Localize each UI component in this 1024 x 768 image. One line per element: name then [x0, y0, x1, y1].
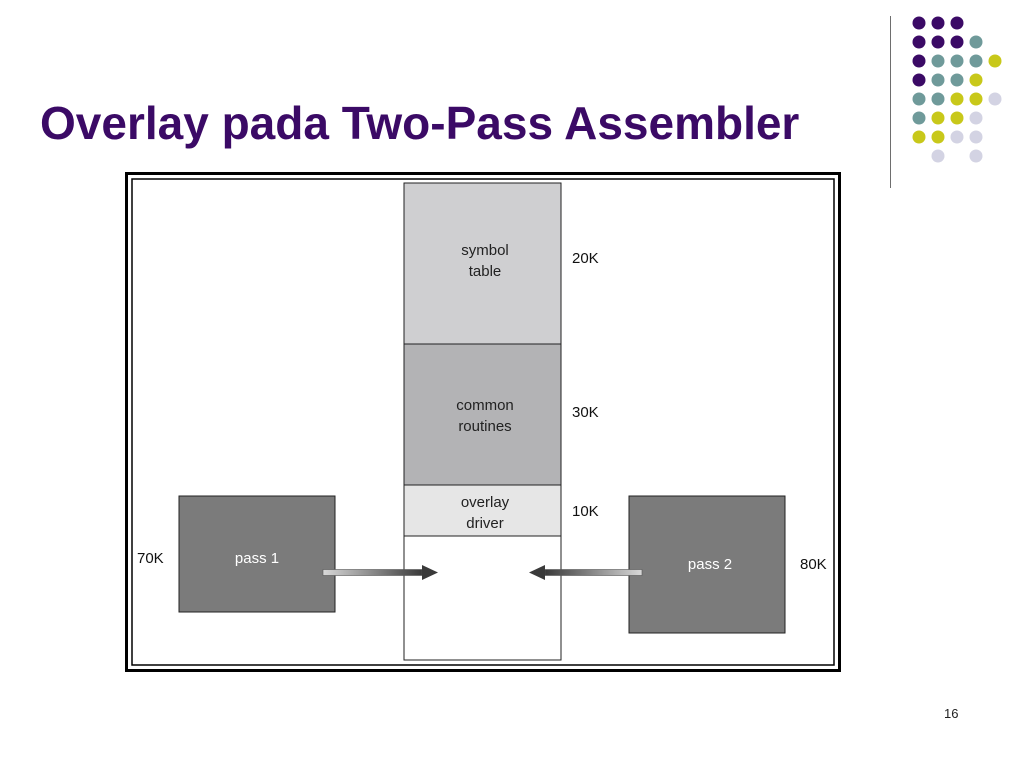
overlay-memory-diagram: symbol table 20K common routines 30K ove… [125, 172, 841, 672]
decorative-dot [969, 111, 983, 125]
decorative-dot [950, 111, 964, 125]
diagram-frame-outer [125, 172, 841, 672]
symbol-table-size: 20K [572, 250, 599, 267]
decorative-dot [969, 35, 983, 49]
decorative-dot [950, 92, 964, 106]
decorative-dot [931, 149, 945, 163]
decorative-dot [931, 73, 945, 87]
decorative-dot [969, 92, 983, 106]
decorative-dot [931, 54, 945, 68]
overlay-driver-size: 10K [572, 503, 599, 520]
decorative-dot-grid [912, 16, 1002, 163]
overlay-driver-label-line2: driver [466, 515, 504, 532]
pass2-to-overlay-arrow [529, 565, 643, 580]
decorative-dot [950, 73, 964, 87]
decorative-dot [969, 73, 983, 87]
common-routines-size: 30K [572, 404, 599, 421]
pass1-size: 70K [137, 550, 164, 567]
pass2-block [628, 495, 786, 634]
decorative-dot [950, 35, 964, 49]
title-divider-line [890, 16, 891, 188]
pass2-label: pass 2 [688, 556, 732, 573]
overlay-driver-block [403, 484, 562, 537]
symbol-table-label-line1: symbol [461, 242, 509, 259]
decorative-dot [931, 16, 945, 30]
slide-title: Overlay pada Two-Pass Assembler [40, 97, 800, 149]
decorative-dot [969, 149, 983, 163]
decorative-dot [912, 92, 926, 106]
overlay-area-block [403, 535, 562, 661]
decorative-dot [969, 54, 983, 68]
decorative-dot [969, 130, 983, 144]
decorative-dot [950, 54, 964, 68]
common-routines-label-line2: routines [458, 418, 511, 435]
symbol-table-label-line2: table [469, 263, 502, 280]
symbol-table-block [403, 182, 562, 345]
decorative-dot [931, 130, 945, 144]
decorative-dot [988, 54, 1002, 68]
decorative-dot [950, 16, 964, 30]
decorative-dot [931, 35, 945, 49]
decorative-dot [950, 130, 964, 144]
pass1-block [178, 495, 336, 613]
pass2-size: 80K [800, 556, 827, 573]
overlay-driver-label-line1: overlay [461, 494, 510, 511]
decorative-dot [912, 16, 926, 30]
decorative-dot [988, 92, 1002, 106]
common-routines-block [403, 343, 562, 486]
common-routines-label-line1: common [456, 397, 514, 414]
pass1-label: pass 1 [235, 550, 279, 567]
decorative-dot [912, 130, 926, 144]
page-number: 16 [944, 706, 959, 721]
pass1-to-overlay-arrow [322, 565, 438, 580]
decorative-dot [912, 35, 926, 49]
decorative-dot [912, 73, 926, 87]
decorative-dot [912, 54, 926, 68]
decorative-dot [931, 111, 945, 125]
decorative-dot [912, 111, 926, 125]
decorative-dot [931, 92, 945, 106]
